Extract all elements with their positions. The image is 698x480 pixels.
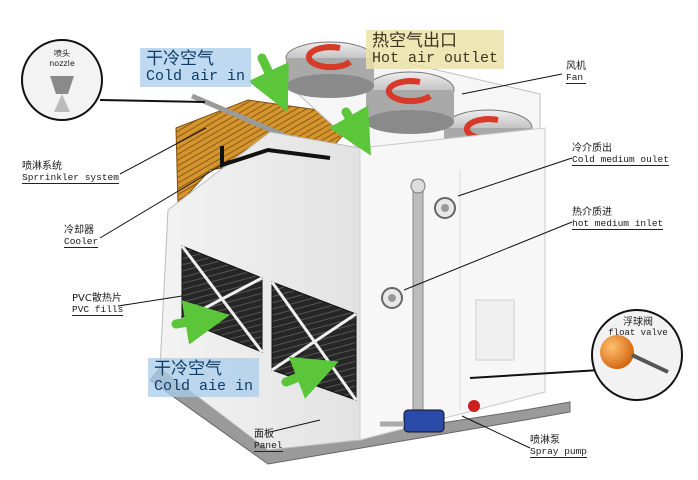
spray-pump-label: 喷淋泵 Spray pump: [530, 435, 588, 459]
leader-lines: [99, 73, 573, 449]
panel-label: 面板 Panel: [254, 429, 283, 453]
sprinkler-system-label: 喷淋系统 Sprrinkler system: [22, 161, 119, 185]
cold-medium-outlet-label: 冷介质出 Cold medium oulet: [572, 143, 669, 167]
panel-cn: 面板: [254, 429, 274, 440]
hot-medium-inlet-label: 热介质进 hot medium inlet: [572, 207, 664, 231]
spray-pump: [380, 400, 480, 433]
cold-medium-outlet-cn: 冷介质出: [572, 143, 612, 154]
cold-air-top-en: Cold air in: [146, 67, 246, 85]
sprinkler-cn: 喷淋系统: [22, 161, 62, 172]
cold-air-in-bottom-callout: 干冷空气 Cold aie in: [148, 358, 260, 398]
cooler-cn: 冷却器: [64, 225, 94, 236]
float-valve-cn: 浮球阀: [623, 317, 653, 328]
float-valve-en: float valve: [608, 327, 668, 338]
nozzle-detail: [21, 39, 206, 121]
fan-cn: 风机: [566, 61, 586, 72]
pvc-fills-en: PVC fills: [72, 303, 124, 317]
float-valve-detail: [469, 309, 683, 401]
cold-air-bottom-cn: 干冷空气: [154, 359, 222, 379]
cold-air-bottom-en: Cold aie in: [154, 377, 254, 395]
hot-medium-inlet-en: hot medium inlet: [572, 217, 664, 231]
nozzle-cn: 喷头: [54, 49, 70, 58]
nozzle-en: nozzle: [49, 59, 75, 68]
fan-en: Fan: [566, 72, 586, 85]
pvc-fills-cn: PVC散热片: [72, 293, 122, 304]
cooler-label: 冷却器 Cooler: [64, 225, 99, 249]
fan-label: 风机 Fan: [566, 61, 586, 85]
pvc-fills-label: PVC散热片 PVC fills: [72, 293, 124, 317]
panel-en: Panel: [254, 439, 283, 453]
hot-air-cn: 热空气出口: [372, 31, 457, 51]
hot-medium-inlet-cn: 热介质进: [572, 207, 612, 218]
spray-pump-en: Spray pump: [530, 445, 588, 459]
hot-air-outlet-callout: 热空气出口 Hot air outlet: [366, 30, 505, 70]
hot-air-en: Hot air outlet: [372, 49, 499, 67]
airflow-arrows: [171, 53, 371, 399]
float-valve-label: 浮球阀 float valve: [600, 317, 676, 338]
cold-medium-outlet-en: Cold medium oulet: [572, 153, 669, 167]
cold-air-in-top-callout: 干冷空气 Cold air in: [140, 48, 252, 88]
cold-air-top-cn: 干冷空气: [146, 49, 214, 69]
nozzle-label: 喷头 nozzle: [42, 48, 82, 68]
spray-pump-cn: 喷淋泵: [530, 435, 560, 446]
sprinkler-en: Sprrinkler system: [22, 171, 119, 185]
cooler-en: Cooler: [64, 235, 99, 249]
